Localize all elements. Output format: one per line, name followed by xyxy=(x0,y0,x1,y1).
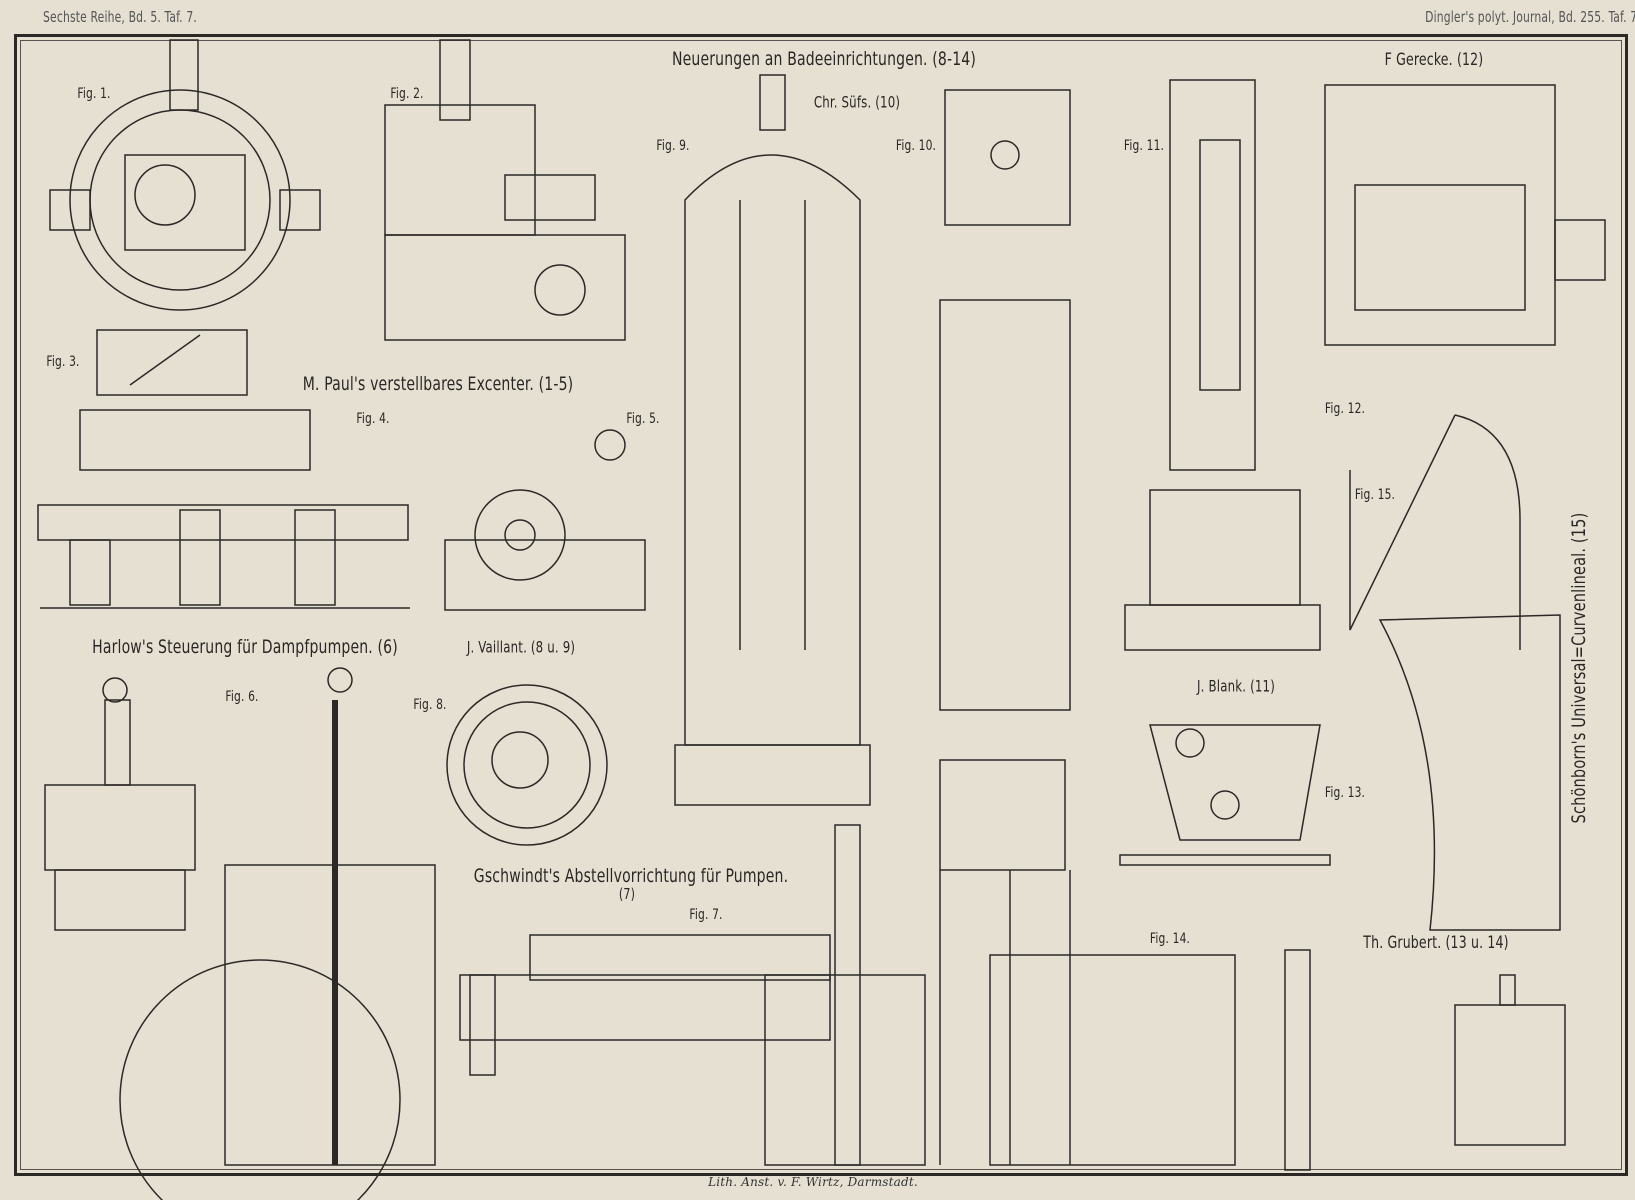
main-title: Neuerungen an Badeeinrichtungen. (8-14) xyxy=(671,48,977,70)
fig14-bath-system-drawing xyxy=(989,949,1566,1171)
title-suess: Chr. Süfs. (10) xyxy=(813,92,901,112)
fig6-pump-control-drawing xyxy=(44,667,436,1200)
lithographer-credit: Lith. Anst. v. F. Wirtz, Darmstadt. xyxy=(708,1175,918,1189)
title-paul: M. Paul's verstellbares Excenter. (1-5) xyxy=(302,373,574,395)
fig12-label: Fig. 12. xyxy=(1324,401,1366,417)
fig4-label: Fig. 4. xyxy=(356,411,390,427)
fig8-vaillant-drawing xyxy=(446,684,608,846)
fig6-label: Fig. 6. xyxy=(225,689,259,705)
fig14-label: Fig. 14. xyxy=(1149,931,1191,947)
title-blank: J. Blank. (11) xyxy=(1197,676,1275,696)
fig10-label: Fig. 10. xyxy=(895,138,937,154)
fig3-label: Fig. 3. xyxy=(46,354,80,370)
fig15-label: Fig. 15. xyxy=(1354,487,1396,503)
fig13-label: Fig. 13. xyxy=(1324,785,1366,801)
title-vaillant: J. Vaillant. (8 u. 9) xyxy=(466,637,576,657)
fig9-label: Fig. 9. xyxy=(656,138,690,154)
fig2-label: Fig. 2. xyxy=(390,86,424,102)
plate-border xyxy=(14,34,1628,1176)
fig7-pump-stop-drawing xyxy=(459,824,926,1166)
header-left: Sechste Reihe, Bd. 5. Taf. 7. xyxy=(43,8,197,26)
title-gerecke: F Gerecke. (12) xyxy=(1384,50,1484,70)
title-harlow: Harlow's Steuerung für Dampfpumpen. (6) xyxy=(92,636,398,658)
fig13-bathtub-drawing xyxy=(1119,724,1331,866)
fig15-curve-ruler-drawing xyxy=(1349,414,1561,931)
fig3-detail-drawing xyxy=(96,329,248,396)
fig2-section-drawing xyxy=(384,39,626,341)
fig1-eccentric-drawing xyxy=(49,39,321,311)
title-schoenborn: Schönborn's Universal=Curvenlineal. (15) xyxy=(1568,512,1590,824)
title-grubert: Th. Grubert. (13 u. 14) xyxy=(1363,933,1509,953)
title-gschwindt: Gschwindt's Abstellvorrichtung für Pumpe… xyxy=(473,865,789,887)
fig1-label: Fig. 1. xyxy=(77,86,111,102)
title-gschwindt-number: (7) xyxy=(618,885,636,903)
header-right: Dingler's polyt. Journal, Bd. 255. Taf. … xyxy=(1425,8,1635,26)
fig10-heater-drawing xyxy=(939,89,1071,1165)
fig5-label: Fig. 5. xyxy=(626,411,660,427)
fig4-shaft-drawing xyxy=(37,409,410,609)
fig9-bath-heater-drawing xyxy=(674,74,871,806)
fig11-heater-drawing xyxy=(1124,79,1321,651)
fig5-eccentric-drawing xyxy=(444,429,646,611)
fig7-label: Fig. 7. xyxy=(689,907,723,923)
fig8-label: Fig. 8. xyxy=(413,697,447,713)
fig11-label: Fig. 11. xyxy=(1123,138,1165,154)
fig12-stove-drawing xyxy=(1324,84,1606,346)
